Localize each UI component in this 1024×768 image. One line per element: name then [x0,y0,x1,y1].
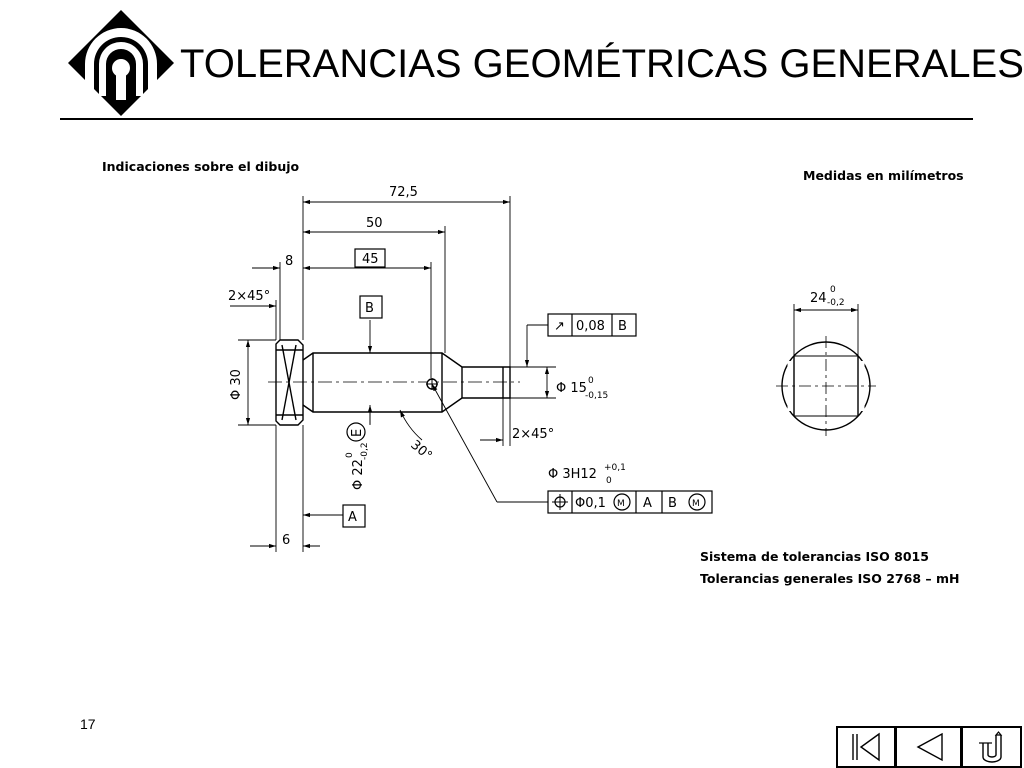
shaft-outline [275,339,511,426]
position-datum-b: B [668,496,677,511]
chamfer-right: 2×45° [512,427,554,442]
section-dim-lower: -0,2 [827,298,845,308]
section-dim: 24 [810,291,827,306]
hole-spec: Φ 3H12 [548,467,597,482]
hole-lower: 0 [606,476,612,486]
dim-dia-15-upper: 0 [588,376,594,386]
previous-slide-button[interactable] [896,726,962,768]
page-title: TOLERANCIAS GEOMÉTRICAS GENERALES. [180,42,1024,86]
datum-b-frame [359,295,383,319]
slide-navigation [836,726,1022,768]
datum-b: B [365,301,374,316]
section-dim-upper: 0 [830,285,836,295]
datum-a: A [348,510,357,525]
position-frame: Φ0,1 M A B M [547,490,713,514]
dim-8: 8 [285,254,293,269]
position-mod-1: M [617,499,625,509]
dim-dia-22-upper: 0 [345,452,355,458]
dim-dia-22: Φ 22 [351,459,366,490]
basic-dim-frame [354,248,386,268]
institution-logo-icon [68,10,174,116]
first-slide-icon [852,732,880,762]
dim-dia-15: Φ 15 [556,381,587,396]
dim-angle-30: 30° [407,438,434,464]
dim-dia-15-lower: -0,15 [585,391,608,401]
position-datum-a: A [643,496,652,511]
section-view: 24 0 -0,2 [776,285,876,436]
position-mod-2: M [692,499,700,509]
first-slide-button[interactable] [836,726,896,768]
return-button[interactable] [962,726,1022,768]
chamfer-left: 2×45° [228,289,270,304]
runout-value: 0,08 [576,319,605,334]
note-line-1: Sistema de tolerancias ISO 8015 [700,549,929,564]
return-icon [978,731,1002,763]
envelope-symbol: E [350,429,365,437]
dim-6: 6 [282,533,290,548]
previous-slide-icon [916,732,943,762]
dim-dia-30: Φ 30 [229,369,244,400]
dim-dia-22-lower: -0,2 [360,442,370,460]
runout-symbol-icon: ↗ [554,319,565,334]
dim-72-5: 72,5 [389,185,418,200]
position-value: Φ0,1 [575,496,606,511]
runout-datum: B [618,319,627,334]
dim-50: 50 [366,216,383,231]
runout-frame: ↗ 0,08 B [547,313,637,337]
page-number: 17 [80,716,96,732]
label-indicaciones: Indicaciones sobre el dibujo [102,159,300,174]
datum-a-frame [342,504,366,528]
label-medidas: Medidas en milímetros [803,168,964,183]
note-line-2: Tolerancias generales ISO 2768 – mH [700,571,959,586]
dim-45: 45 [362,252,379,267]
title-divider [60,118,973,120]
hole-upper: +0,1 [604,463,626,473]
